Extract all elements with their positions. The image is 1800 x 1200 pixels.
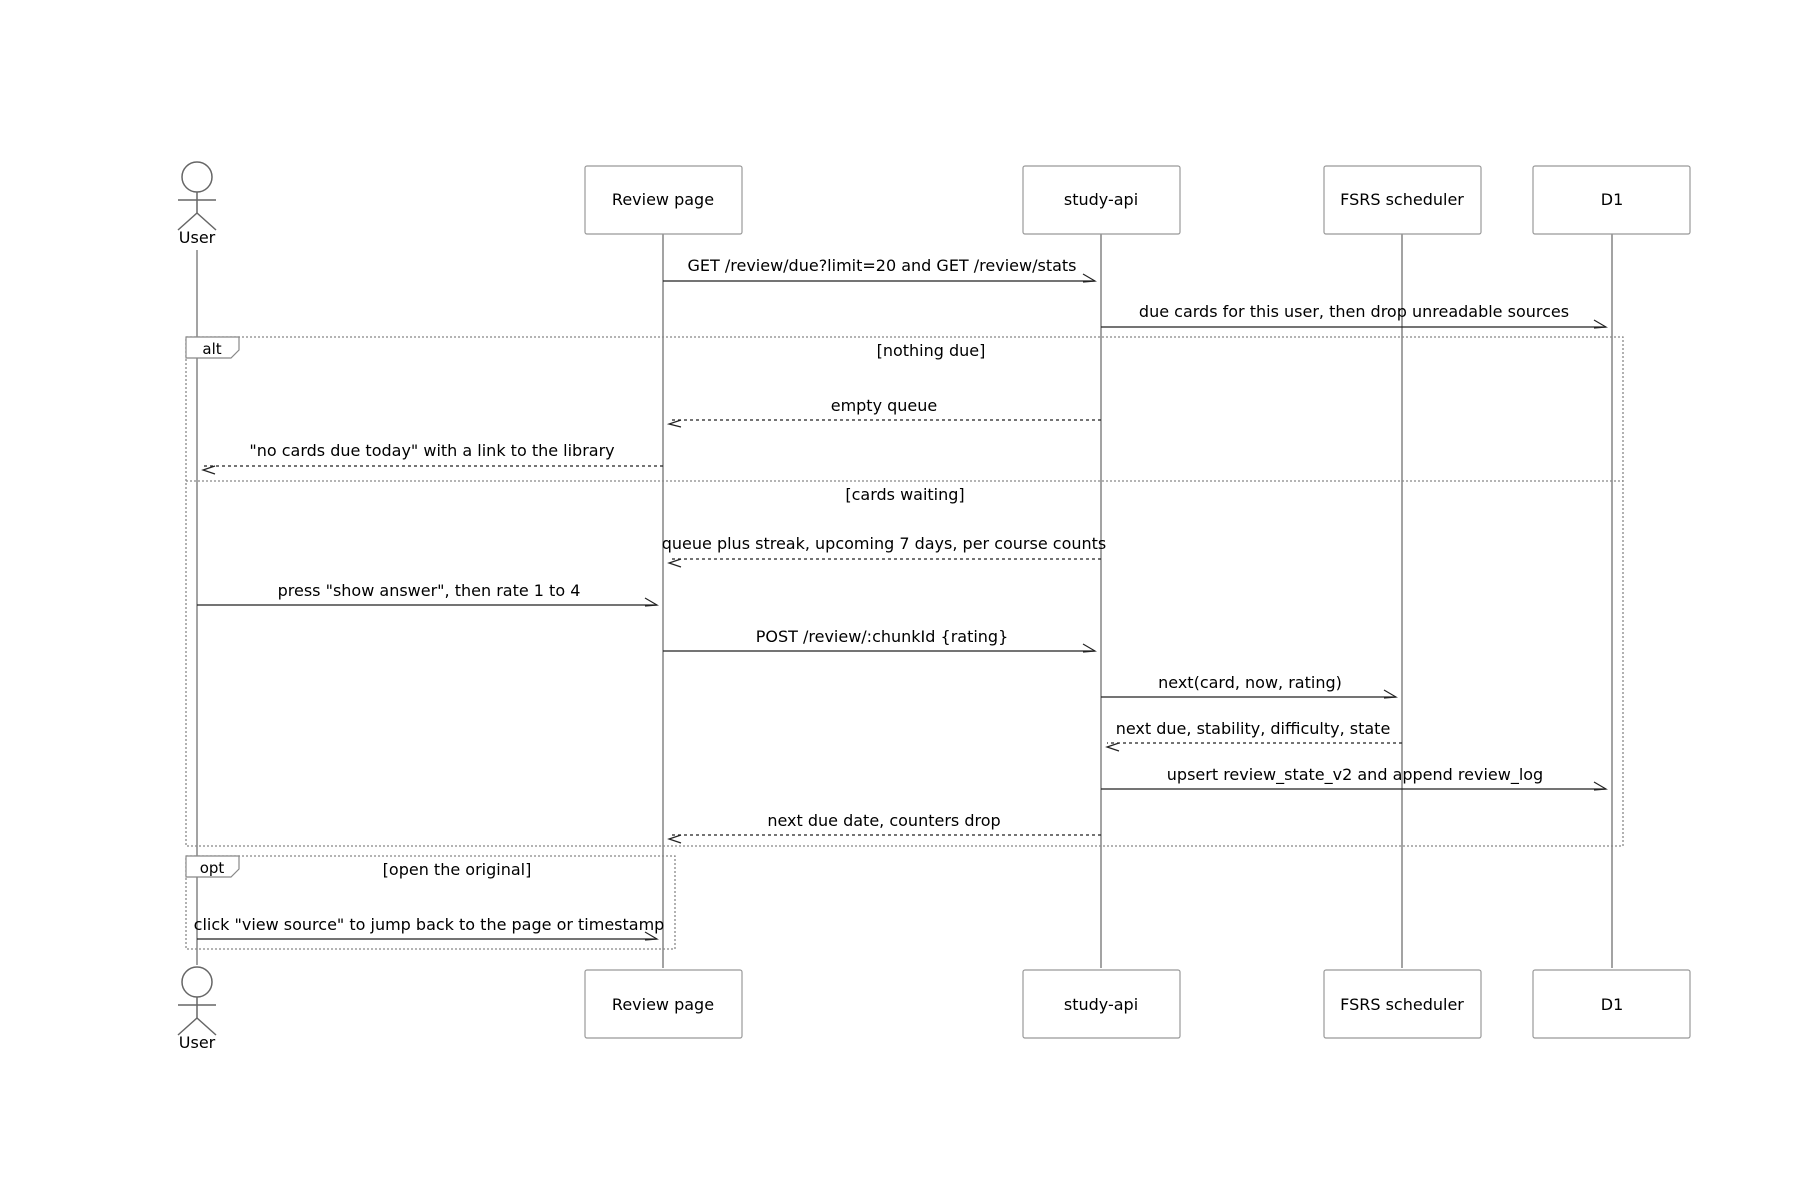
message-9: next due, stability, difficulty, state [1105,719,1402,752]
message-label: click "view source" to jump back to the … [194,915,665,934]
arrowhead [644,931,659,941]
participant-label: User [179,228,216,247]
message-label: next due date, counters drop [767,811,1000,830]
participant-label: Review page [612,995,714,1014]
message-label: "no cards due today" with a link to the … [249,441,614,460]
message-label: GET /review/due?limit=20 and GET /review… [687,256,1076,275]
message-3: empty queue [666,396,1101,428]
message-label: next(card, now, rating) [1158,673,1342,692]
arrowhead [644,597,659,607]
arrowhead [1082,643,1097,653]
fragment-condition: [cards waiting] [845,485,964,504]
participant-review-page-bottom: Review page [584,969,743,1039]
participant-fsrs-scheduler-top: FSRS scheduler [1323,165,1482,235]
fragment-tag [185,336,240,359]
participant-label: FSRS scheduler [1340,995,1464,1014]
participant-study-api-bottom: study-api [1022,969,1181,1039]
fragment-frame [185,336,1624,847]
arrowhead [1105,742,1120,752]
fragment-opt: opt [open the original] [185,855,676,950]
arrowhead [201,465,216,475]
message-7: POST /review/:chunkId {rating} [663,627,1097,653]
participant-d1-top: D1 [1532,165,1691,235]
participant-label: FSRS scheduler [1340,190,1464,209]
fragment-frame [185,855,676,950]
participant-label: study-api [1064,190,1138,209]
participant-fsrs-scheduler-bottom: FSRS scheduler [1323,969,1482,1039]
participant-label: Review page [612,190,714,209]
participant-study-api-top: study-api [1022,165,1181,235]
arrowhead [667,834,682,844]
participant-review-page-top: Review page [584,165,743,235]
message-6: press "show answer", then rate 1 to 4 [197,581,659,607]
actor-icon [177,161,217,231]
fragment-alt: alt [nothing due] [cards waiting] [185,336,1624,847]
message-1: GET /review/due?limit=20 and GET /review… [663,256,1097,283]
fragment-keyword: alt [202,340,221,358]
message-10: upsert review_state_v2 and append review… [1101,765,1608,791]
participant-label: D1 [1601,190,1624,209]
message-8: next(card, now, rating) [1101,673,1398,699]
arrowhead [1383,689,1398,699]
message-12: click "view source" to jump back to the … [194,915,665,941]
actor-icon [177,966,217,1036]
fragment-keyword: opt [200,859,225,877]
arrowhead [1593,319,1608,329]
message-label: due cards for this user, then drop unrea… [1139,302,1569,321]
participant-label: study-api [1064,995,1138,1014]
arrowhead [666,419,682,428]
message-2: due cards for this user, then drop unrea… [1101,302,1608,329]
message-label: next due, stability, difficulty, state [1116,719,1391,738]
fragment-condition: [open the original] [383,860,532,879]
message-label: press "show answer", then rate 1 to 4 [278,581,581,600]
fragment-tag [185,855,240,878]
message-5: queue plus streak, upcoming 7 days, per … [662,534,1107,568]
participant-d1-bottom: D1 [1532,969,1691,1039]
participant-label: D1 [1601,995,1624,1014]
participant-label: User [179,1033,216,1052]
arrowhead [667,558,682,568]
fragment-condition: [nothing due] [877,341,986,360]
message-11: next due date, counters drop [667,811,1101,844]
participant-user-top: User [177,161,217,247]
arrowhead [1082,273,1097,283]
arrowhead [1593,781,1608,791]
message-label: empty queue [831,396,938,415]
message-4: "no cards due today" with a link to the … [201,441,663,475]
message-label: POST /review/:chunkId {rating} [756,627,1009,646]
message-label: upsert review_state_v2 and append review… [1167,765,1543,785]
participant-user-bottom: User [177,966,217,1052]
message-label: queue plus streak, upcoming 7 days, per … [662,534,1107,553]
